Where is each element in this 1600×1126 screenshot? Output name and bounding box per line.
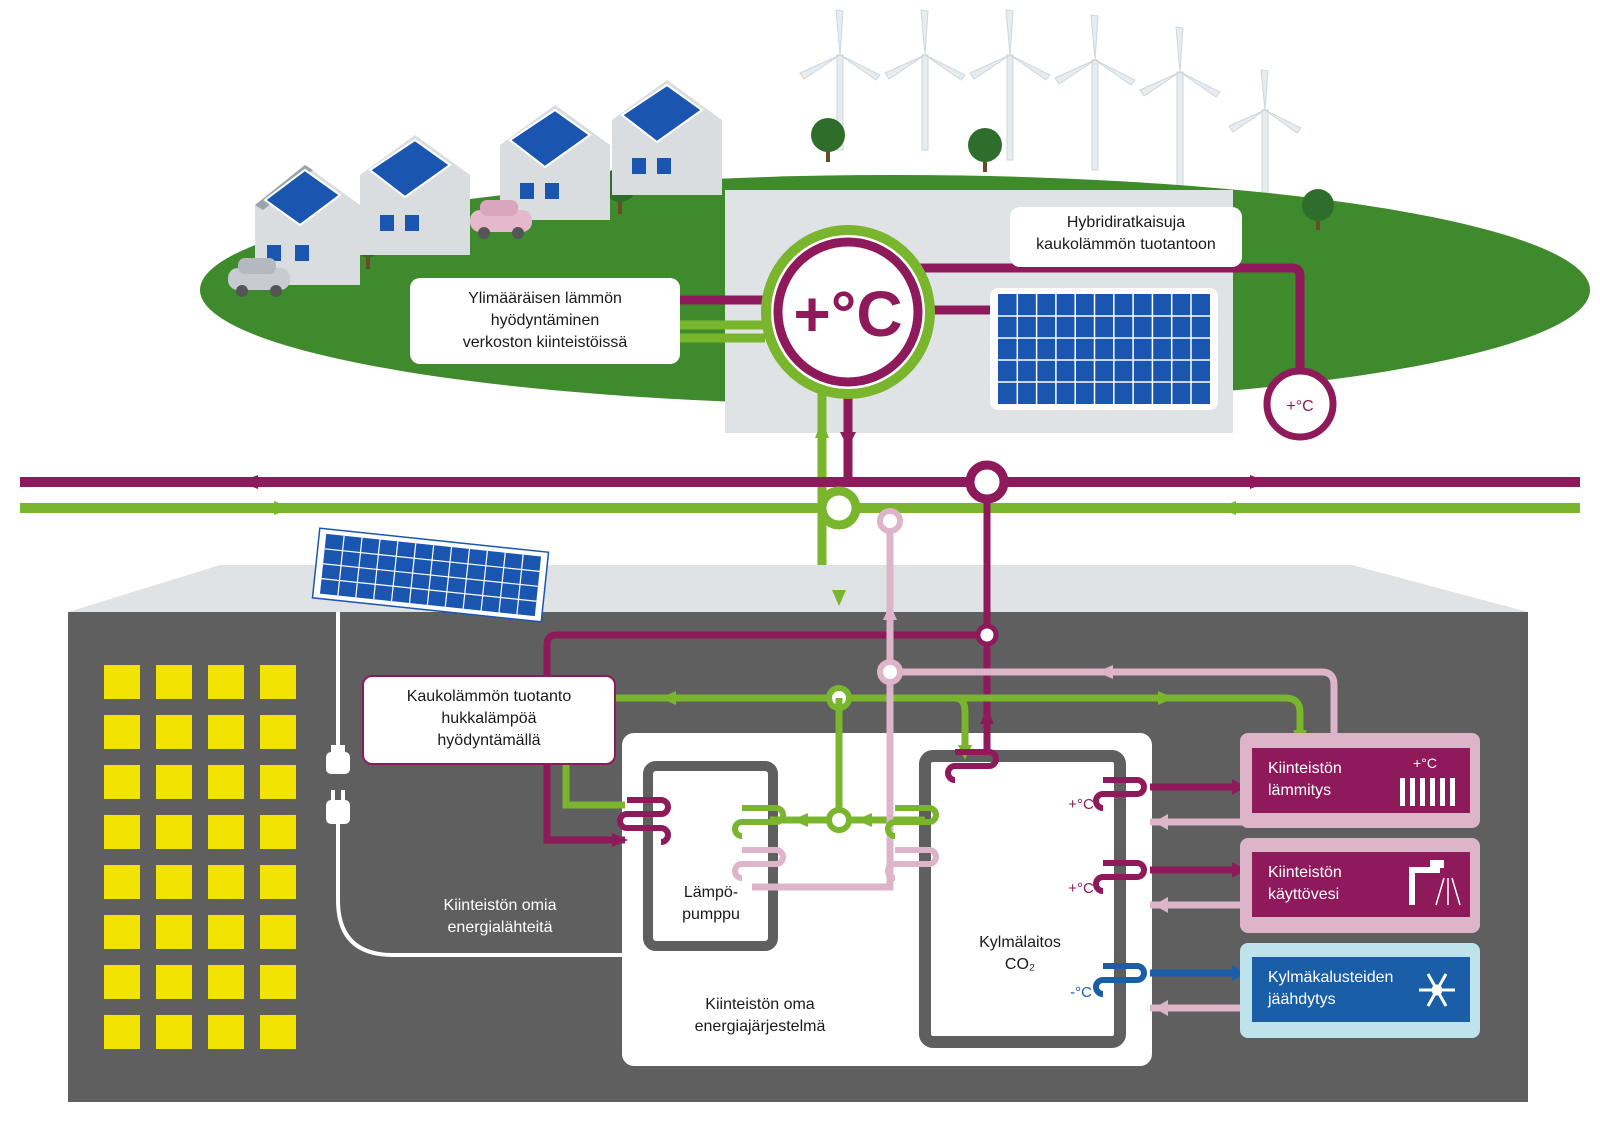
window-square bbox=[260, 815, 296, 849]
window-square bbox=[156, 965, 192, 999]
hot-water-label: Kiinteistön käyttövesi bbox=[1268, 864, 1342, 903]
window-square bbox=[156, 815, 192, 849]
window-square bbox=[156, 715, 192, 749]
solar-panel-icon bbox=[990, 288, 1218, 410]
arrow-icon bbox=[240, 475, 258, 489]
window-square bbox=[260, 865, 296, 899]
wind-turbine-icon bbox=[969, 9, 1051, 161]
heat-exchanger-coil-icon bbox=[732, 805, 786, 839]
window-square bbox=[260, 915, 296, 949]
window-square bbox=[208, 715, 244, 749]
cooling-label: Kylmäkalusteiden jäähdytys bbox=[1268, 969, 1394, 1008]
window-square bbox=[156, 915, 192, 949]
wind-turbines bbox=[799, 9, 1302, 211]
arrow-icon bbox=[1218, 501, 1236, 515]
refrigeration-label: Kylmälaitos CO₂ bbox=[979, 934, 1061, 973]
heat-exchanger-coils bbox=[617, 749, 1147, 997]
wind-turbine-icon bbox=[1228, 69, 1302, 211]
window-square bbox=[260, 765, 296, 799]
heat-exchanger-coil-icon bbox=[885, 805, 939, 839]
heat-exchanger-coil-icon bbox=[617, 797, 671, 845]
window-square bbox=[104, 715, 140, 749]
heat-exchanger-coil-icon bbox=[732, 847, 786, 881]
water-tap-icon bbox=[1409, 860, 1461, 906]
big-temp-text: +°C bbox=[793, 278, 902, 350]
house-with-solar-roof-icon bbox=[500, 105, 610, 220]
temp-minus: -°C bbox=[1070, 984, 1092, 1001]
house-with-solar-roof-icon bbox=[255, 165, 360, 285]
heating-label: Kiinteistön lämmitys bbox=[1268, 760, 1342, 799]
window-square bbox=[208, 915, 244, 949]
window-square bbox=[156, 865, 192, 899]
hybrid-solutions-box bbox=[1010, 207, 1242, 267]
window-square bbox=[156, 1015, 192, 1049]
heat-exchanger-coil-icon bbox=[945, 749, 999, 783]
window-square bbox=[104, 965, 140, 999]
window-square bbox=[208, 865, 244, 899]
small-temp-text: +°C bbox=[1286, 398, 1313, 415]
radiator-icon bbox=[1400, 778, 1455, 806]
big-temperature-circle bbox=[761, 225, 935, 399]
building-roof bbox=[68, 565, 1528, 612]
window-square bbox=[260, 715, 296, 749]
window-square bbox=[156, 765, 192, 799]
window-square bbox=[104, 665, 140, 699]
power-plug-icon bbox=[326, 745, 350, 824]
building-windows bbox=[104, 665, 296, 1049]
refrigeration-plant bbox=[919, 750, 1126, 1048]
heat-exchanger-coil-icon bbox=[885, 847, 939, 881]
window-square bbox=[104, 815, 140, 849]
window-square bbox=[104, 865, 140, 899]
temp-plus-2: +°C bbox=[1068, 880, 1094, 897]
small-temperature-circle bbox=[1263, 367, 1337, 441]
arrow-icon bbox=[274, 501, 292, 515]
electric-car-icon bbox=[228, 258, 290, 297]
dh-production-label: Kaukolämmön tuotanto hukkalämpöä hyödynt… bbox=[406, 688, 572, 749]
window-square bbox=[104, 765, 140, 799]
heat-exchanger-coil-icon bbox=[1093, 777, 1147, 811]
temp-plus-1: +°C bbox=[1068, 796, 1094, 813]
own-sources-label: Kiinteistön omia energialähteitä bbox=[443, 897, 557, 936]
window-square bbox=[156, 665, 192, 699]
houses bbox=[228, 80, 722, 297]
solar-panel-icon bbox=[311, 527, 550, 623]
tree-icon bbox=[968, 128, 1002, 172]
window-square bbox=[260, 1015, 296, 1049]
window-square bbox=[208, 1015, 244, 1049]
house-with-solar-roof-icon bbox=[612, 80, 722, 195]
wind-turbine-icon bbox=[799, 9, 881, 151]
snowflake-icon bbox=[1419, 973, 1455, 1007]
excess-heat-label: Ylimääräisen lämmön hyödyntäminen verkos… bbox=[462, 290, 628, 351]
tree-icon bbox=[1302, 189, 1334, 230]
window-square bbox=[208, 815, 244, 849]
window-square bbox=[104, 915, 140, 949]
window-square bbox=[260, 965, 296, 999]
window-square bbox=[104, 1015, 140, 1049]
wind-turbine-icon bbox=[1139, 26, 1221, 188]
window-square bbox=[208, 665, 244, 699]
dh-production-box bbox=[362, 675, 616, 765]
electric-car-icon bbox=[470, 200, 532, 239]
tree-icon bbox=[811, 118, 845, 162]
hybrid-solutions-label: Hybridiratkaisuja kaukolämmön tuotantoon bbox=[1036, 214, 1216, 253]
heat-pump-label: Lämpö- pumppu bbox=[682, 884, 740, 923]
heat-exchanger-coil-icon bbox=[1093, 860, 1147, 894]
heating-temp: +°C bbox=[1413, 755, 1437, 771]
heat-pump bbox=[643, 761, 778, 951]
wind-turbine-icon bbox=[884, 9, 966, 151]
wind-turbine-icon bbox=[1054, 14, 1136, 171]
house-with-solar-roof-icon bbox=[360, 135, 470, 255]
arrow-icon bbox=[1250, 475, 1268, 489]
window-square bbox=[208, 765, 244, 799]
excess-heat-box bbox=[410, 278, 680, 364]
heat-exchanger-coil-icon bbox=[1093, 963, 1147, 997]
own-system-label: Kiinteistön oma energiajärjestelmä bbox=[694, 996, 826, 1035]
window-square bbox=[208, 965, 244, 999]
window-square bbox=[260, 665, 296, 699]
